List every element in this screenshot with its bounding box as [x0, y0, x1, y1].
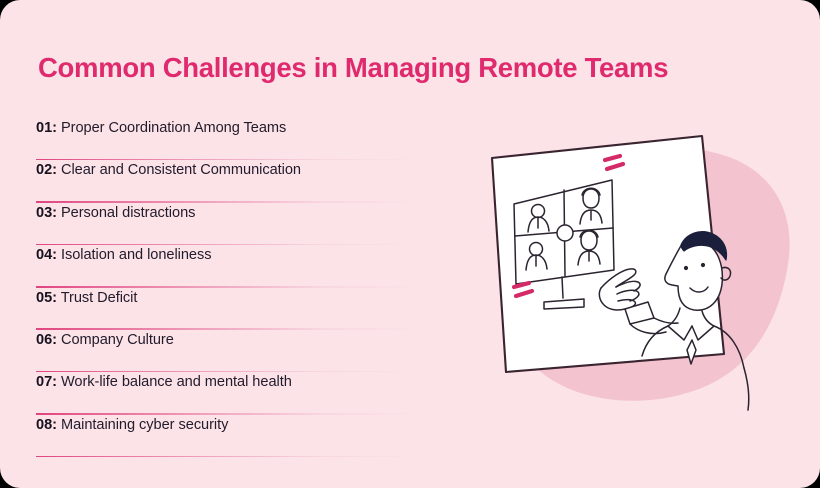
list-item-label: Company Culture	[60, 331, 174, 348]
list-item-text: 07: Work-life balance and mental health	[36, 374, 292, 390]
list-item: 01: Proper Coordination Among Teams	[36, 118, 416, 161]
list-divider	[36, 455, 416, 458]
list-item-number: 03:	[36, 204, 57, 221]
challenges-list: 01: Proper Coordination Among Teams 02: …	[36, 118, 416, 458]
list-item-text: 04: Isolation and loneliness	[36, 247, 212, 263]
list-divider	[36, 201, 416, 203]
list-item-label: Personal distractions	[60, 204, 196, 221]
accent-marks	[511, 153, 626, 299]
pointing-hand-icon	[598, 268, 679, 335]
list-item: 03: Personal distractions	[36, 203, 416, 246]
list-item-label: Work-life balance and mental health	[60, 374, 292, 391]
person-figure	[641, 231, 750, 411]
list-item-label: Clear and Consistent Communication	[60, 162, 301, 179]
list-item: 04: Isolation and loneliness	[36, 245, 416, 288]
call-center-node	[556, 224, 574, 242]
illustration-drawing	[513, 179, 750, 411]
list-item-text: 05: Trust Deficit	[36, 290, 137, 306]
list-divider	[36, 328, 416, 330]
list-item: 06: Company Culture	[36, 330, 416, 373]
list-item-number: 04:	[36, 247, 57, 264]
list-item-text: 08: Maintaining cyber security	[36, 417, 228, 433]
list-divider	[36, 413, 416, 415]
list-item-number: 08:	[36, 416, 57, 433]
list-item-label: Trust Deficit	[60, 289, 138, 306]
list-item-number: 06:	[36, 331, 57, 348]
call-participant	[579, 187, 603, 225]
call-participant	[527, 203, 550, 233]
list-item-label: Isolation and loneliness	[60, 247, 212, 264]
list-item: 02: Clear and Consistent Communication	[36, 160, 416, 203]
list-item-text: 01: Proper Coordination Among Teams	[36, 120, 286, 136]
monitor-icon	[513, 179, 615, 310]
list-divider	[36, 285, 416, 288]
call-participant	[525, 241, 548, 271]
list-item: 07: Work-life balance and mental health	[36, 372, 416, 415]
list-divider	[36, 158, 416, 161]
list-item: 05: Trust Deficit	[36, 288, 416, 330]
list-item-label: Maintaining cyber security	[60, 416, 229, 433]
list-item: 08: Maintaining cyber security	[36, 415, 416, 458]
list-item-number: 05:	[36, 289, 57, 306]
list-item-text: 02: Clear and Consistent Communication	[36, 162, 301, 178]
page-title: Common Challenges in Managing Remote Tea…	[38, 52, 669, 83]
list-item-label: Proper Coordination Among Teams	[60, 120, 287, 136]
remote-video-call-illustration	[470, 118, 810, 438]
list-item-text: 06: Company Culture	[36, 332, 174, 348]
list-item-number: 07:	[36, 374, 57, 391]
call-participant	[577, 229, 601, 266]
list-divider	[36, 243, 416, 246]
list-item-number: 01:	[36, 120, 57, 136]
list-item-number: 02:	[36, 162, 57, 179]
list-divider	[36, 370, 416, 373]
list-item-text: 03: Personal distractions	[36, 205, 195, 221]
